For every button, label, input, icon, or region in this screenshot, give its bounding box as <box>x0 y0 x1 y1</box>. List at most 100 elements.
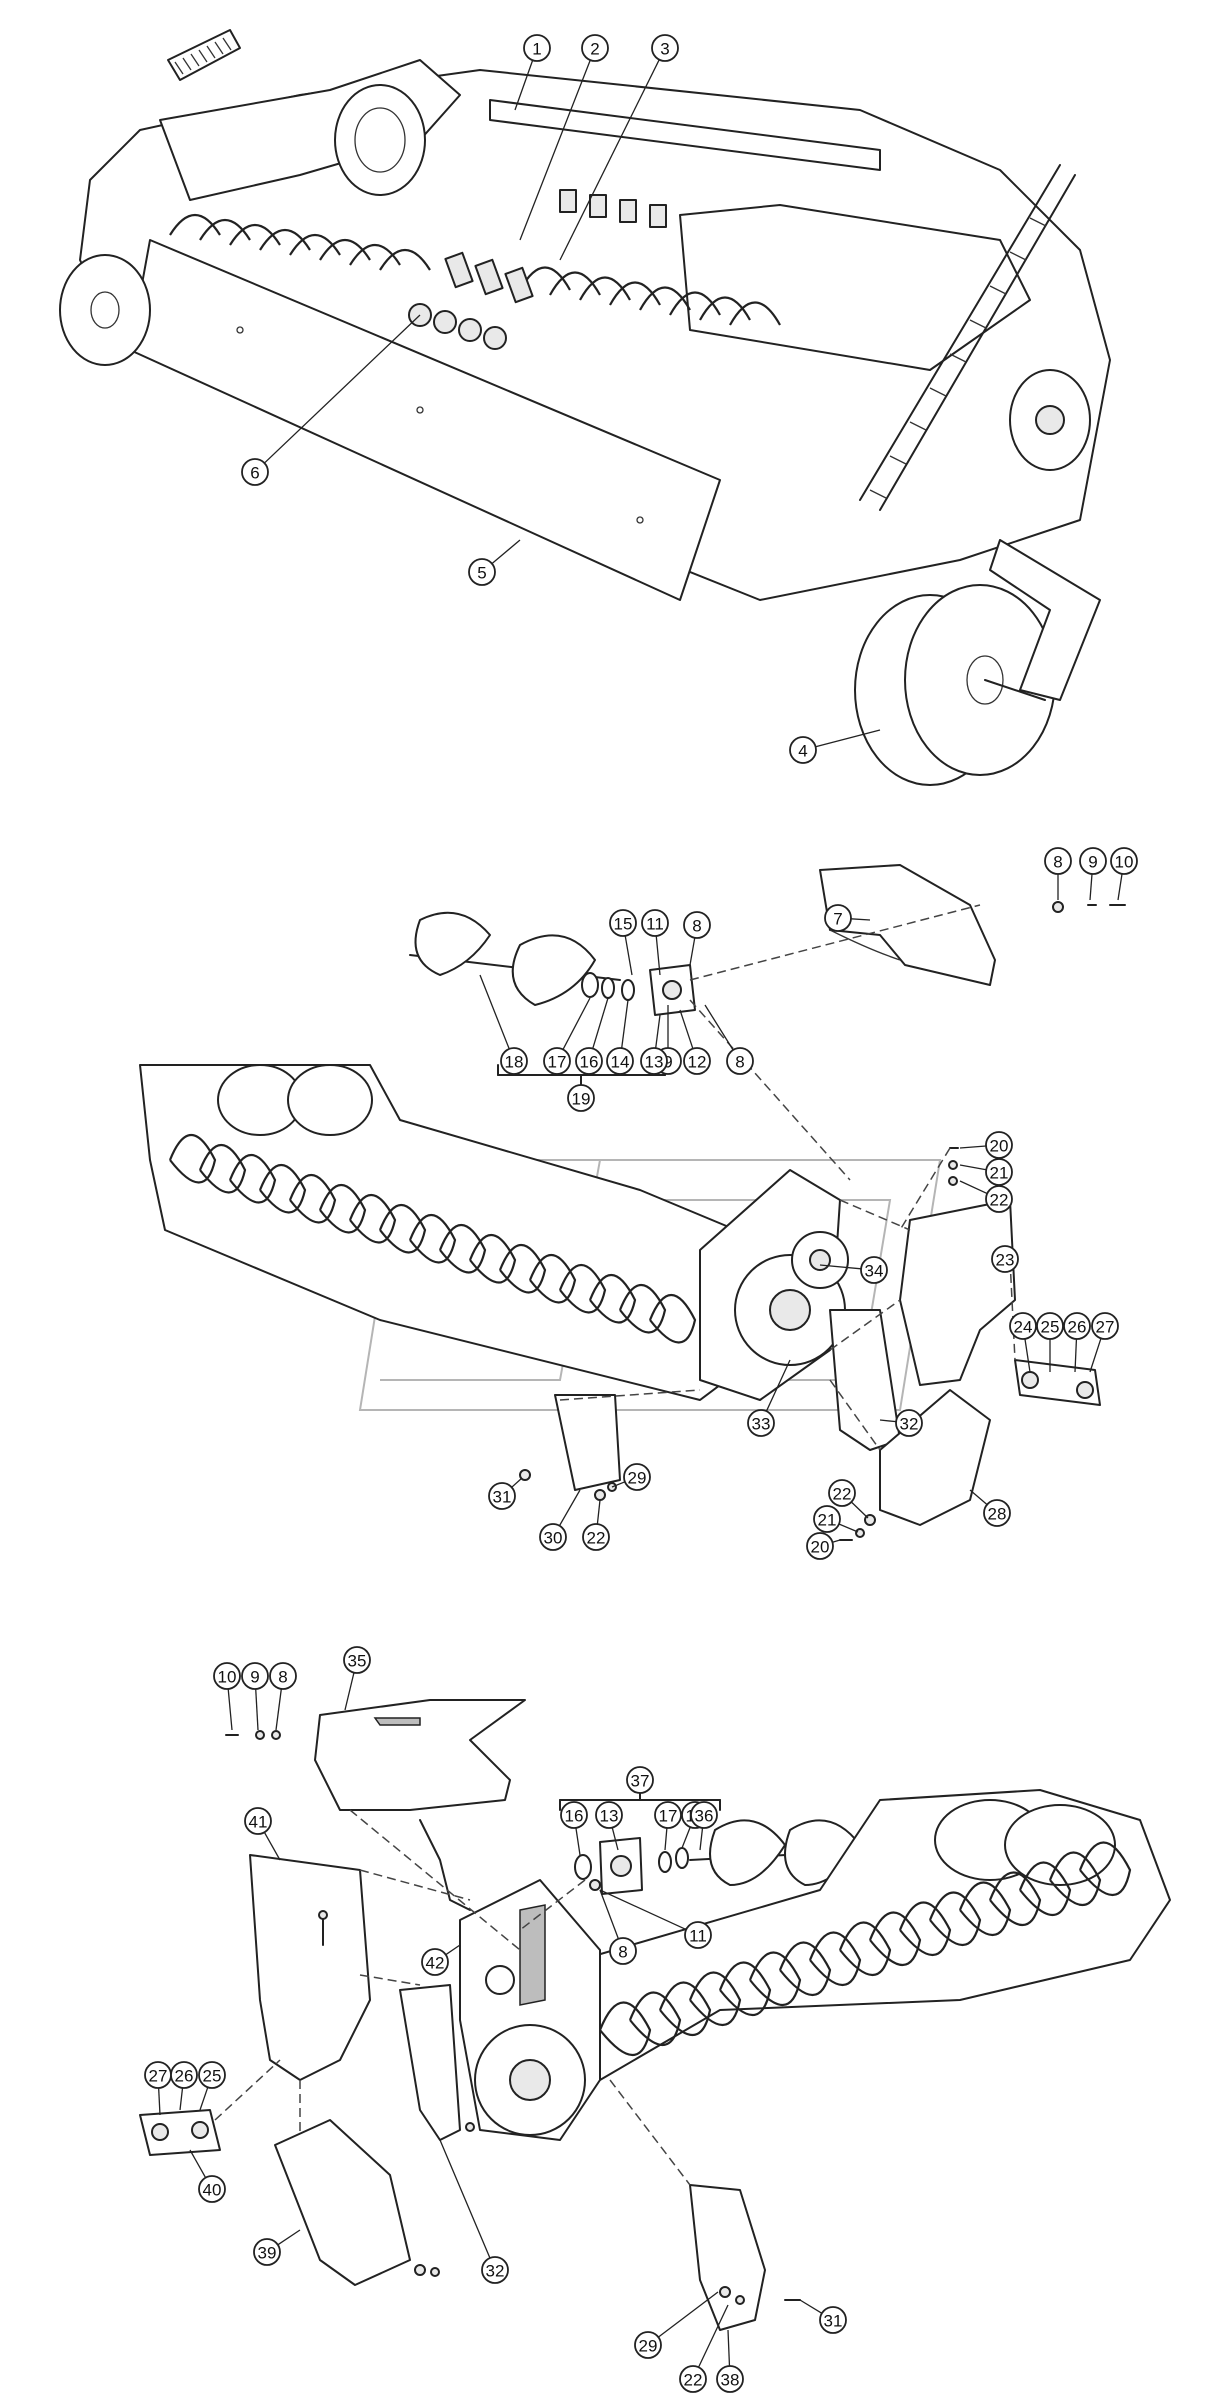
callout-leader <box>277 2229 301 2246</box>
callout-leader <box>655 935 661 976</box>
callout-29: 29 <box>623 1463 651 1491</box>
callout-leader <box>344 1672 355 1711</box>
callout-leader <box>445 1944 461 1956</box>
callout-number: 15 <box>614 915 633 934</box>
callout-leader <box>1117 873 1123 901</box>
callout-26: 26 <box>1063 1312 1091 1340</box>
callout-leader <box>697 2304 729 2368</box>
callout-circle <box>690 1801 718 1829</box>
callout-leaders <box>157 59 1123 2368</box>
callout-3: 3 <box>651 34 679 62</box>
callout-35: 35 <box>343 1646 371 1674</box>
callout-number: 23 <box>996 1251 1015 1270</box>
callout-leader <box>255 1688 259 1731</box>
callout-number: 27 <box>149 2067 168 2086</box>
callout-circle <box>634 2331 662 2359</box>
callout-circle <box>1091 1312 1119 1340</box>
callout-11: 11 <box>684 1921 712 1949</box>
callout-circle <box>241 1662 269 1690</box>
callout-circle <box>828 1479 856 1507</box>
callout-circle <box>500 1047 528 1075</box>
callout-circle <box>606 1047 634 1075</box>
callout-8: 8 <box>609 1937 637 1965</box>
callout-11: 11 <box>641 909 669 937</box>
callout-circle <box>481 2256 509 2284</box>
callout-circle <box>543 1047 571 1075</box>
callout-38: 38 <box>716 2365 744 2393</box>
callout-21: 21 <box>813 1505 841 1533</box>
callout-16: 16 <box>575 1047 603 1075</box>
callout-number: 24 <box>1014 1318 1033 1337</box>
callout-circle <box>683 911 711 939</box>
callout-number: 28 <box>988 1505 1007 1524</box>
callout-circle <box>641 909 669 937</box>
callout-22: 22 <box>985 1185 1013 1213</box>
callout-leader <box>832 1539 841 1543</box>
callout-circle <box>985 1158 1013 1186</box>
callout-circle <box>983 1499 1011 1527</box>
callout-number: 22 <box>684 2371 703 2390</box>
callout-leader <box>491 539 521 565</box>
callout-number: 6 <box>250 464 259 483</box>
callout-number: 16 <box>565 1807 584 1826</box>
callout-number: 42 <box>426 1954 445 1973</box>
callout-leader <box>704 1004 734 1051</box>
callout-number: 22 <box>833 1485 852 1504</box>
callout-39: 39 <box>253 2238 281 2266</box>
callout-number: 8 <box>618 1943 627 1962</box>
callout-circle <box>582 1523 610 1551</box>
callout-31: 31 <box>488 1482 516 1510</box>
callout-circle <box>198 2061 226 2089</box>
callout-21: 21 <box>985 1158 1013 1186</box>
callout-10: 10 <box>213 1662 241 1690</box>
callout-8: 8 <box>726 1047 754 1075</box>
callout-circle <box>985 1131 1013 1159</box>
callout-leader <box>511 1477 523 1488</box>
callout-18: 18 <box>500 1047 528 1075</box>
callout-leader <box>439 2139 491 2259</box>
callout-leader <box>799 2299 823 2314</box>
callout-leader <box>819 1264 862 1270</box>
callout-leader <box>838 1523 859 1533</box>
callout-leader <box>621 999 629 1049</box>
callout-number: 10 <box>218 1668 237 1687</box>
callout-leader <box>189 2149 207 2178</box>
callout-circle <box>813 1505 841 1533</box>
callout-number: 14 <box>611 1053 630 1072</box>
callout-number: 37 <box>631 1772 650 1791</box>
callout-9: 9 <box>1079 847 1107 875</box>
callout-number: 20 <box>811 1538 830 1557</box>
callout-number: 32 <box>486 2262 505 2281</box>
callout-circle <box>789 736 817 764</box>
callout-leader <box>815 729 881 748</box>
callout-number: 25 <box>1041 1318 1060 1337</box>
callout-leader <box>599 1889 620 1940</box>
callout-leader <box>1089 873 1093 901</box>
callout-16: 16 <box>560 1801 588 1829</box>
callout-28: 28 <box>983 1499 1011 1527</box>
callout-leader <box>275 1688 282 1731</box>
callout-leader <box>850 1501 869 1519</box>
callout-circle <box>895 1409 923 1437</box>
callout-circle <box>539 1523 567 1551</box>
callout-leader <box>959 1164 987 1171</box>
callout-number: 9 <box>250 1668 259 1687</box>
callout-8: 8 <box>1044 847 1072 875</box>
left-drive-exploded-view <box>139 864 1126 1541</box>
callout-number: 31 <box>493 1488 512 1507</box>
callout-circle <box>581 34 609 62</box>
callout-1: 1 <box>523 34 551 62</box>
callout-circle <box>726 1047 754 1075</box>
callout-number: 17 <box>548 1053 567 1072</box>
callout-circle <box>241 458 269 486</box>
callout-leader <box>227 1688 233 1731</box>
callout-number: 17 <box>659 1807 678 1826</box>
callout-circle <box>269 1662 297 1690</box>
callout-32: 32 <box>481 2256 509 2284</box>
callout-9: 9 <box>241 1662 269 1690</box>
callout-42: 42 <box>421 1948 449 1976</box>
callout-leader <box>727 2329 731 2367</box>
